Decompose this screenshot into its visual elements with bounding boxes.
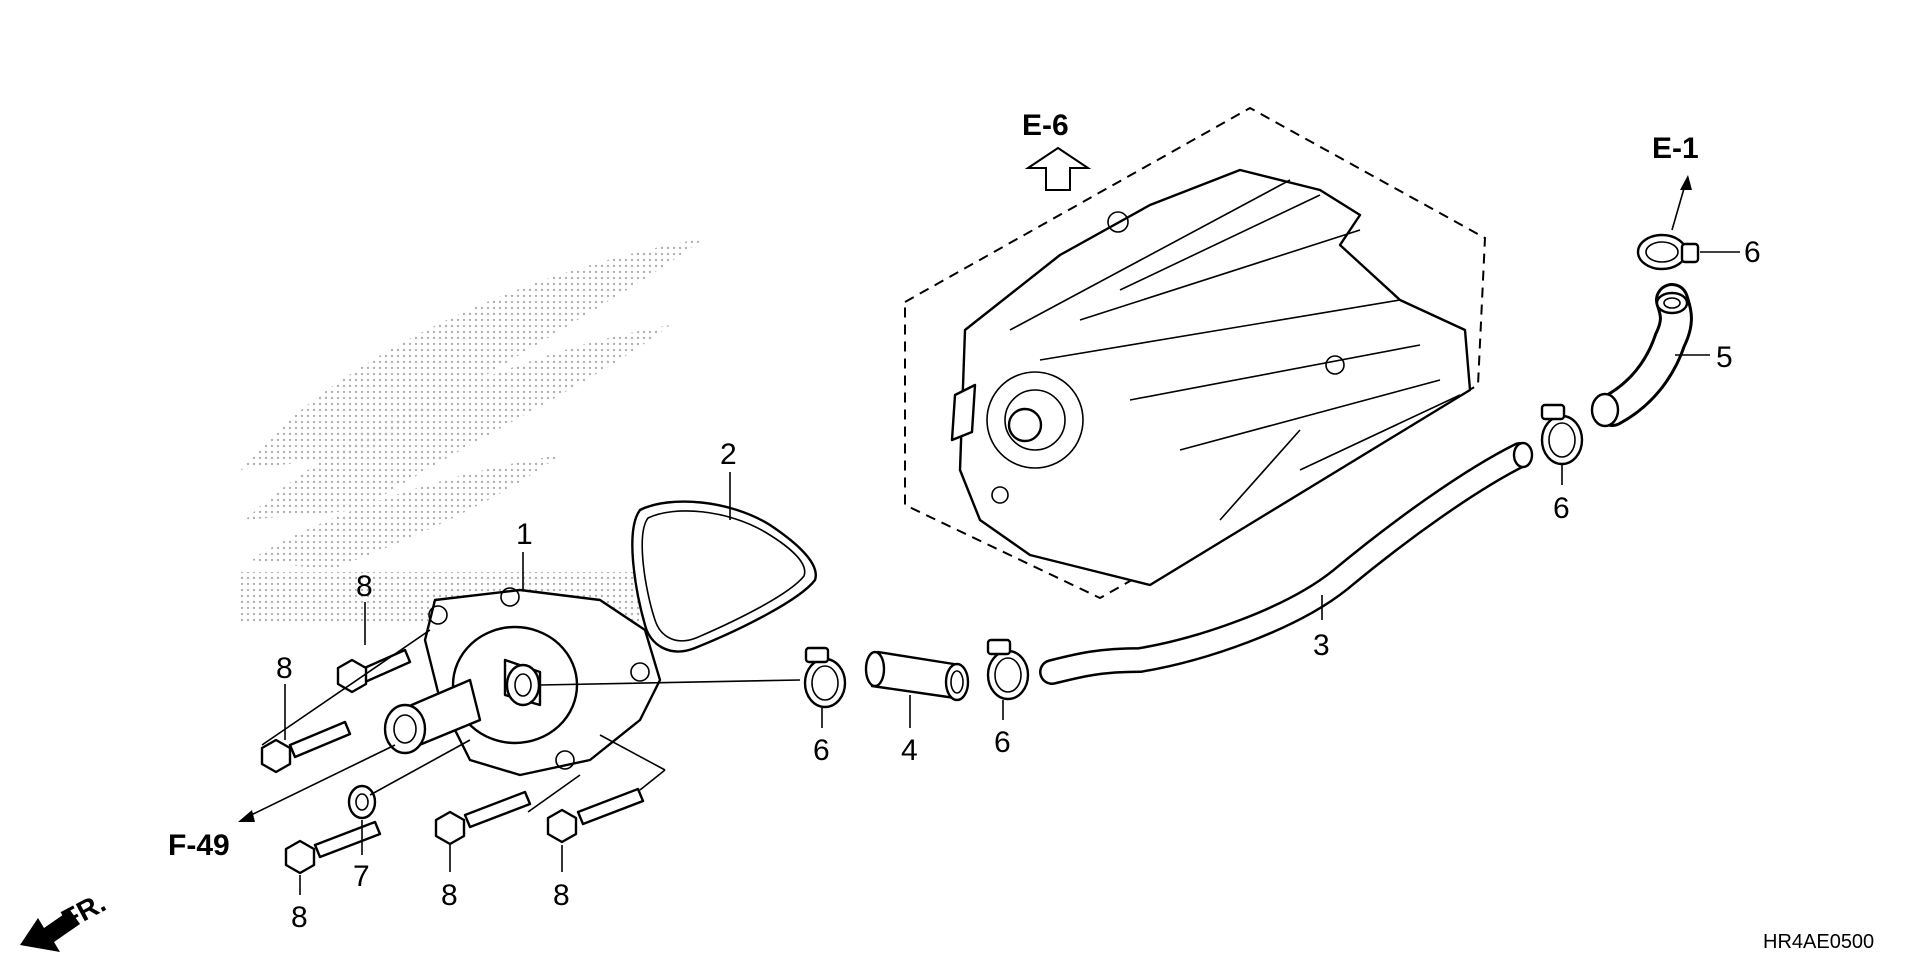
- clamp-part-6-a: [803, 646, 847, 709]
- callout-4: 4: [901, 734, 918, 767]
- reference-f49: F-49: [168, 829, 230, 862]
- front-direction-indicator: FR.: [20, 887, 111, 952]
- diagram-code: HR4AE0500: [1763, 931, 1874, 953]
- callout-2: 2: [720, 438, 737, 471]
- callout-1: 1: [516, 518, 533, 551]
- callout-3: 3: [1313, 629, 1330, 662]
- hose-part-5: [1590, 283, 1693, 428]
- clamp-part-6-c: [1540, 403, 1584, 466]
- callout-8-a: 8: [356, 570, 373, 603]
- callout-6-b: 6: [994, 726, 1011, 759]
- callout-7: 7: [353, 860, 370, 893]
- bolt-part-8-b: [260, 720, 352, 774]
- clamp-part-6-b: [986, 638, 1030, 701]
- water-pump-part-1: [383, 587, 662, 777]
- callout-6-d: 6: [1744, 236, 1761, 269]
- callout-6-a: 6: [813, 734, 830, 767]
- callout-8-b: 8: [276, 652, 293, 685]
- clamp-part-6-d: [1636, 233, 1700, 271]
- bolt-part-8-a: [336, 648, 412, 694]
- callout-6-c: 6: [1553, 492, 1570, 525]
- o-ring-part-2: [631, 500, 817, 653]
- engine-case-region: [904, 106, 1487, 600]
- washer-part-7: [347, 784, 377, 820]
- hose-part-4: [864, 650, 970, 702]
- callout-8-d: 8: [441, 879, 458, 912]
- pipe-part-3: [1039, 441, 1534, 685]
- callout-5: 5: [1716, 341, 1733, 374]
- bolt-part-8-e: [546, 787, 645, 844]
- bolt-part-8-d: [434, 790, 532, 846]
- reference-e6: E-6: [1022, 109, 1069, 142]
- leader-lines: [238, 146, 1740, 895]
- reference-e1: E-1: [1652, 132, 1699, 165]
- callout-8-e: 8: [553, 879, 570, 912]
- bolt-part-8-c: [284, 820, 382, 875]
- callout-8-c: 8: [291, 901, 308, 934]
